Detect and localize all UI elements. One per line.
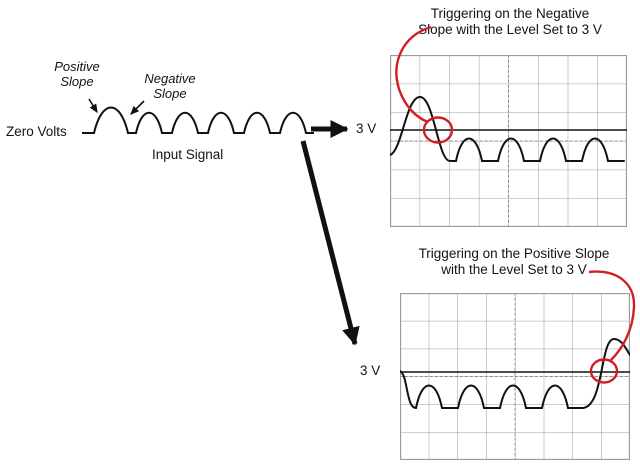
input-signal-waveform — [82, 106, 314, 134]
positive-scope-level-label: 3 V — [360, 363, 381, 378]
positive-scope-screen — [400, 293, 630, 460]
input-signal-trace — [82, 106, 314, 134]
arrow-to-positive-scope-icon — [300, 140, 360, 346]
input-signal-caption: Input Signal — [152, 147, 224, 162]
negative-scope-screen — [390, 55, 627, 227]
positive-scope-title: Triggering on the Positive Slope with th… — [418, 246, 610, 278]
positive-scope-border — [400, 293, 630, 460]
negative-scope-border — [390, 55, 627, 227]
positive-slope-label: Positive Slope — [54, 59, 100, 89]
zero-volts-label: Zero Volts — [6, 124, 67, 139]
negative-scope-level-label: 3 V — [356, 121, 377, 136]
negative-scope-title: Triggering on the Negative Slope with th… — [418, 6, 602, 38]
negative-slope-label: Negative Slope — [144, 71, 196, 101]
